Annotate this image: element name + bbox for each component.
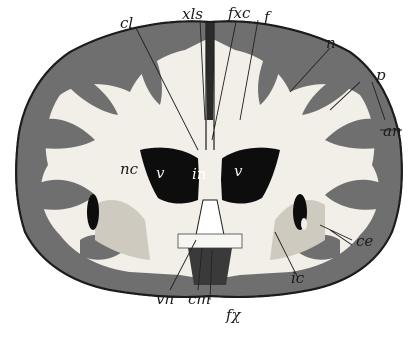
label-fxc: fxc [227,4,251,22]
label-n: n [326,34,336,52]
optic-region [188,248,232,285]
label-vn: vn [156,290,174,308]
label-cm: cm [188,290,211,308]
falx-region [206,20,214,120]
label-nc: nc [120,160,139,178]
label-an: an [383,122,402,140]
label-ic: ic [291,269,305,287]
label-f: f [263,8,272,26]
label-v-left: v [156,164,165,182]
external-capsule-spot-right [301,218,307,230]
label-xls: xls [182,5,203,23]
label-ce: ce [356,232,373,250]
label-v-right: v [234,162,243,180]
claustrum-left [87,194,99,230]
anterior-commissure [178,234,242,248]
label-fx: fχ [225,306,242,324]
label-in: in [192,165,206,183]
label-p: p [376,66,386,84]
label-cl: cl [120,14,133,32]
